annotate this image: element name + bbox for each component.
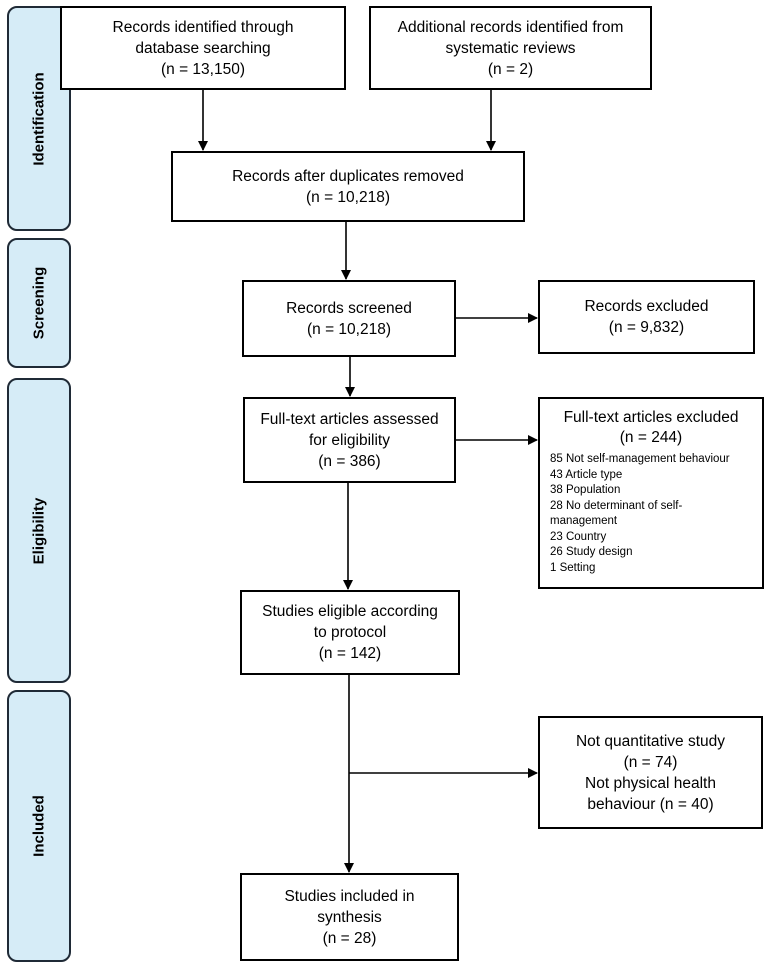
- records-excluded-box: Records excluded (n = 9,832): [538, 280, 755, 354]
- eligible-line1: Studies eligible according: [262, 603, 438, 620]
- fulltext-excluded-box: Full-text articles excluded (n = 244) 85…: [538, 397, 764, 589]
- phase-eligibility: Eligibility: [7, 378, 71, 683]
- additional-line2: systematic reviews: [445, 39, 576, 57]
- fulltext-excluded-heading: Full-text articles excluded (n = 244): [540, 408, 762, 448]
- included-line2: synthesis: [317, 908, 382, 926]
- not-quant-line3: Not physical health: [585, 774, 716, 792]
- exclusion-reason: 43 Article type: [550, 468, 623, 481]
- exclusion-reason: 26 Study design: [550, 546, 633, 558]
- fulltext-excluded-line2: (n = 244): [619, 429, 683, 446]
- screened-line2: (n = 10,218): [306, 320, 392, 338]
- excluded-line2: (n = 9,832): [608, 319, 685, 336]
- phase-screening: Screening: [7, 238, 71, 368]
- phase-included: Included: [7, 690, 71, 962]
- included-line1: Studies included in: [284, 887, 415, 905]
- eligible-studies-box: Studies eligible according to protocol (…: [240, 590, 460, 675]
- screened-line1: Records screened: [286, 299, 412, 317]
- fulltext-line1: Full-text articles assessed: [260, 410, 439, 428]
- fulltext-line3: (n = 386): [318, 452, 381, 470]
- additional-line1: Additional records identified from: [397, 18, 624, 36]
- exclusion-reason: 85 Not self-management behaviour: [550, 453, 730, 465]
- eligible-line2: to protocol: [313, 624, 387, 641]
- database-records-box: Records identified through database sear…: [60, 6, 346, 90]
- excluded-line1: Records excluded: [584, 298, 709, 315]
- exclusion-reason: management: [550, 515, 618, 527]
- exclusion-reasons-list: 85 Not self-management behaviour 43 Arti…: [550, 452, 762, 576]
- database-line1: Records identified through: [112, 18, 294, 36]
- included-line3: (n = 28): [322, 929, 377, 947]
- database-line3: (n = 13,150): [160, 60, 246, 78]
- not-quant-line2: (n = 74): [623, 753, 678, 771]
- eligible-line3: (n = 142): [318, 645, 382, 662]
- fulltext-assessed-box: Full-text articles assessed for eligibil…: [243, 397, 456, 483]
- duplicates-line2: (n = 10,218): [305, 188, 391, 206]
- not-quant-line4: behaviour (n = 40): [587, 795, 714, 813]
- exclusion-reason: 28 No determinant of self-: [550, 499, 683, 512]
- records-screened-box: Records screened (n = 10,218): [242, 280, 456, 357]
- included-studies-box: Studies included in synthesis (n = 28): [240, 873, 459, 961]
- additional-records-box: Additional records identified from syste…: [369, 6, 652, 90]
- not-quantitative-box: Not quantitative study (n = 74) Not phys…: [538, 716, 763, 829]
- database-line2: database searching: [135, 39, 271, 57]
- duplicates-line1: Records after duplicates removed: [232, 167, 464, 185]
- fulltext-line2: for eligibility: [309, 431, 390, 449]
- fulltext-excluded-line1: Full-text articles excluded: [563, 409, 739, 426]
- exclusion-reason: 38 Population: [550, 484, 621, 496]
- additional-line3: (n = 2): [487, 60, 534, 78]
- not-quant-line1: Not quantitative study: [575, 732, 726, 750]
- exclusion-reason: 1 Setting: [550, 561, 596, 574]
- duplicates-removed-box: Records after duplicates removed (n = 10…: [171, 151, 525, 222]
- exclusion-reason: 23 Country: [550, 530, 607, 543]
